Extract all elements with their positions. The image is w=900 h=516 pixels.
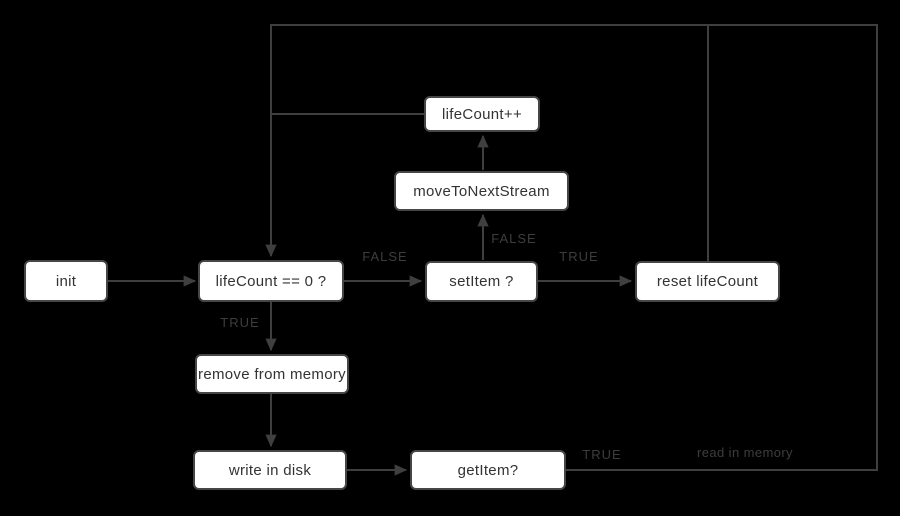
node-move-to-next-stream[interactable]: moveToNextStream: [394, 171, 569, 211]
edge-label-true-check-to-remove: TRUE: [220, 315, 260, 330]
edge-getitem-loop-to-check: [265, 24, 878, 471]
edge-label-false-setitem-to-move: FALSE: [491, 231, 537, 246]
edge-label-false-check-to-setitem: FALSE: [362, 249, 408, 264]
edge-label-true-setitem-to-reset: TRUE: [559, 249, 599, 264]
node-init[interactable]: init: [24, 260, 108, 302]
node-remove-from-memory[interactable]: remove from memory: [195, 354, 349, 394]
node-get-item[interactable]: getItem?: [410, 450, 566, 490]
node-lifecount-increment[interactable]: lifeCount++: [424, 96, 540, 132]
edge-label-true-getitem-loop: TRUE: [582, 447, 622, 462]
node-lifecount-check[interactable]: lifeCount == 0 ?: [198, 260, 344, 302]
node-reset-lifecount[interactable]: reset lifeCount: [635, 261, 780, 302]
node-set-item[interactable]: setItem ?: [425, 261, 538, 302]
edge-label-read-in-memory: read in memory: [697, 445, 793, 460]
node-write-in-disk[interactable]: write in disk: [193, 450, 347, 490]
